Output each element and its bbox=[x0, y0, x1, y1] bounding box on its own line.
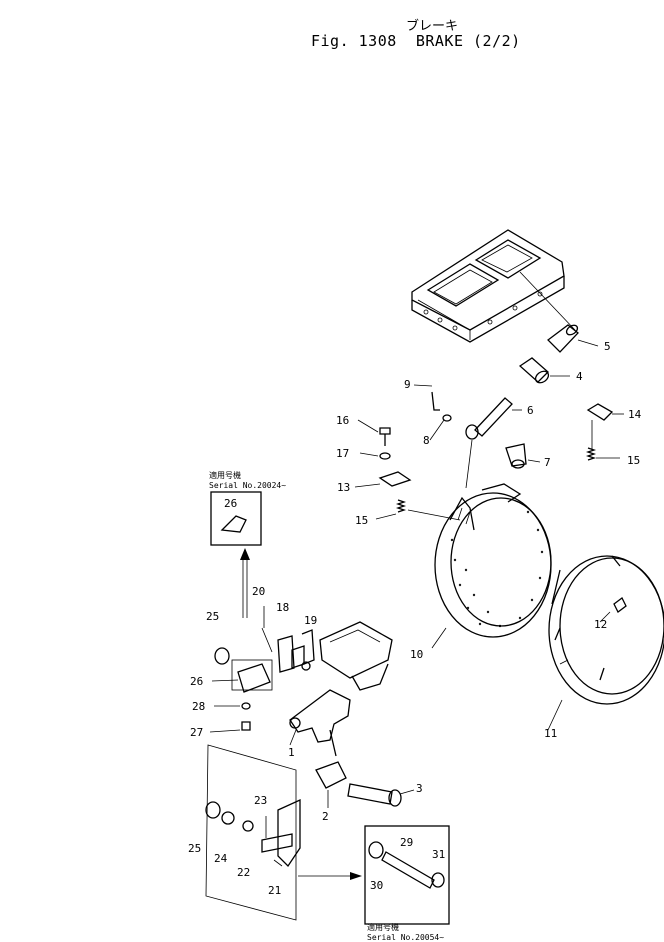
part-6-drawing bbox=[465, 397, 522, 489]
brake-band-10-drawing bbox=[431, 483, 552, 649]
left-assembly-drawing bbox=[205, 548, 297, 921]
part-label-6: 6 bbox=[527, 404, 534, 417]
part-label-21: 21 bbox=[268, 884, 281, 897]
part-label-25-upper: 25 bbox=[206, 610, 219, 623]
part-label-26: 26 bbox=[190, 675, 203, 688]
lower-serial-number: Serial No.20054~ bbox=[367, 933, 444, 942]
figure-label: Fig. 1308 bbox=[311, 32, 397, 50]
part-label-24: 24 bbox=[214, 852, 228, 865]
lower-assembly-drawing bbox=[205, 798, 362, 880]
part-label-15-left: 15 bbox=[355, 514, 368, 527]
part-label-13: 13 bbox=[337, 481, 350, 494]
part-label-29: 29 bbox=[400, 836, 413, 849]
upper-serial-jp-label: 適用号機 bbox=[209, 470, 241, 480]
part-7-drawing bbox=[505, 443, 541, 469]
part-8-9-drawing bbox=[413, 384, 452, 441]
part-label-2: 2 bbox=[322, 810, 329, 823]
part-label-30: 30 bbox=[370, 879, 383, 892]
part-label-22: 22 bbox=[237, 866, 250, 879]
part-label-7: 7 bbox=[544, 456, 551, 469]
part-5-drawing bbox=[547, 324, 599, 353]
japanese-title: ブレーキ bbox=[406, 19, 459, 34]
part-label-31: 31 bbox=[432, 848, 445, 861]
part-label-9: 9 bbox=[404, 378, 411, 391]
part-label-27: 27 bbox=[190, 726, 203, 739]
part-label-8: 8 bbox=[423, 434, 430, 447]
part-label-15-right: 15 bbox=[627, 454, 640, 467]
part-4-drawing bbox=[518, 357, 570, 384]
part-label-12: 12 bbox=[594, 618, 607, 631]
part-label-1: 1 bbox=[288, 746, 295, 759]
part-label-14: 14 bbox=[628, 408, 642, 421]
part-15-right-drawing bbox=[585, 447, 620, 461]
brake-housing-drawing bbox=[411, 229, 576, 343]
part-label-20: 20 bbox=[252, 585, 265, 598]
lower-serial-jp-label: 適用号機 bbox=[367, 922, 399, 932]
part-label-18: 18 bbox=[276, 601, 289, 614]
part-14-drawing bbox=[586, 403, 624, 450]
lower-serial-box-drawing bbox=[364, 825, 450, 925]
part-label-25-lower: 25 bbox=[188, 842, 201, 855]
parts-13-17-drawing bbox=[354, 419, 461, 521]
upper-serial-part: 26 bbox=[224, 497, 237, 510]
part-label-17: 17 bbox=[336, 447, 349, 460]
part-label-16: 16 bbox=[336, 414, 349, 427]
part-label-10: 10 bbox=[410, 648, 423, 661]
part-label-3: 3 bbox=[416, 782, 423, 795]
figure-name: BRAKE bbox=[415, 32, 464, 50]
part-label-5: 5 bbox=[604, 340, 611, 353]
part-label-19: 19 bbox=[304, 614, 317, 627]
part-label-11: 11 bbox=[544, 727, 557, 740]
part-label-28: 28 bbox=[192, 700, 205, 713]
part-label-23: 23 bbox=[254, 794, 267, 807]
upper-serial-box-drawing bbox=[210, 491, 262, 546]
figure-title: Fig. 1308 BRAKE (2/2) bbox=[311, 32, 521, 50]
lever-assembly-drawing bbox=[261, 606, 415, 808]
part-label-4: 4 bbox=[576, 370, 583, 383]
brake-band-11-drawing bbox=[547, 555, 664, 731]
figure-fraction: (2/2) bbox=[473, 32, 521, 50]
upper-serial-number: Serial No.20024~ bbox=[209, 481, 286, 490]
